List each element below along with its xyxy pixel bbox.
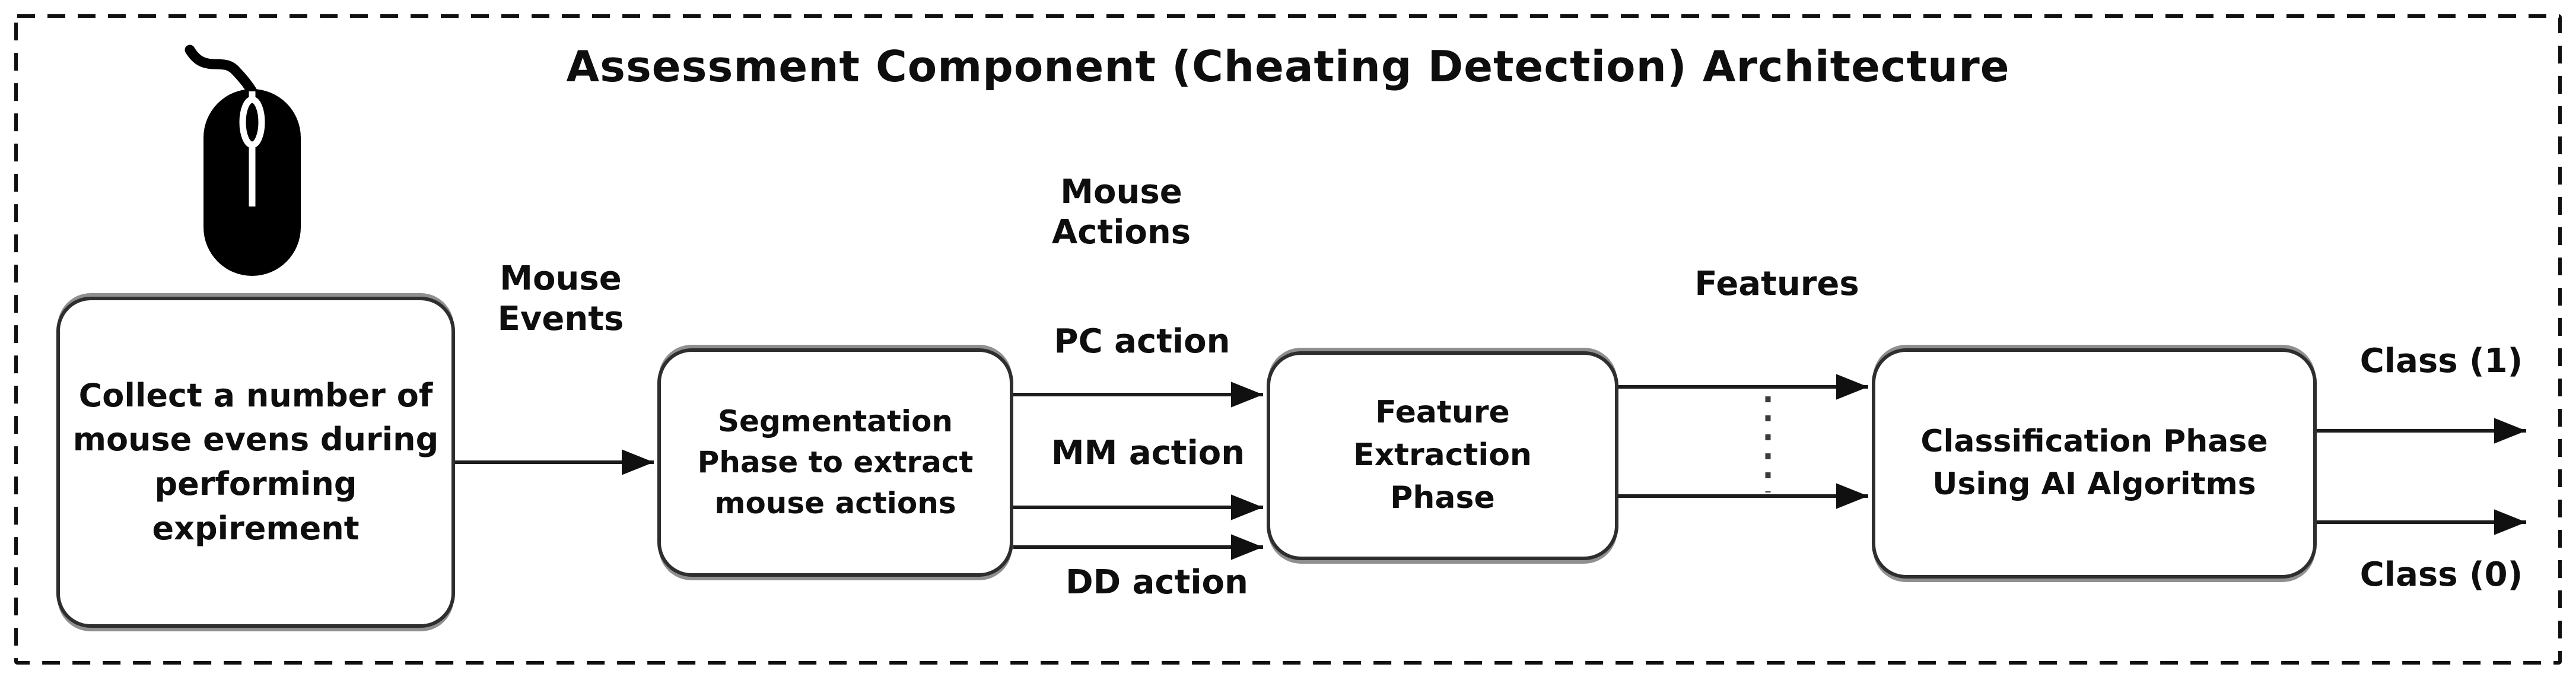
diagram-title: Assessment Component (Cheating Detection… [566,42,2010,91]
node-segmentation-label: Segmentation Phase to extract mouse acti… [697,404,974,520]
node-classification-phase: Classification Phase Using AI Algoritms [1872,348,2317,579]
mouse-icon [185,45,301,276]
arrow-lines [455,374,2526,560]
node-collect-mouse-events: Collect a number of mouse evens during p… [56,297,455,628]
node-classification-label: Classification Phase Using AI Algoritms [1920,424,2268,502]
label-mouse-events: Mouse Events [497,259,624,339]
label-class-one: Class (1) [2359,342,2523,380]
label-features: Features [1694,265,1859,303]
node-segmentation-phase: Segmentation Phase to extract mouse acti… [657,348,1013,577]
label-dd-action: DD action [1066,563,1248,602]
mouse-scroll-wheel [239,96,265,148]
label-mm-action: MM action [1051,434,1245,472]
label-pc-action: PC action [1054,322,1230,361]
label-mouse-actions: Mouse Actions [1051,173,1191,252]
node-feature-label: Feature Extraction Phase [1353,395,1532,516]
diagram-dashed-border [14,14,2562,665]
node-collect-label: Collect a number of mouse evens during p… [72,376,439,547]
label-class-zero: Class (0) [2359,555,2523,594]
node-feature-extraction-phase: Feature Extraction Phase [1267,351,1618,560]
